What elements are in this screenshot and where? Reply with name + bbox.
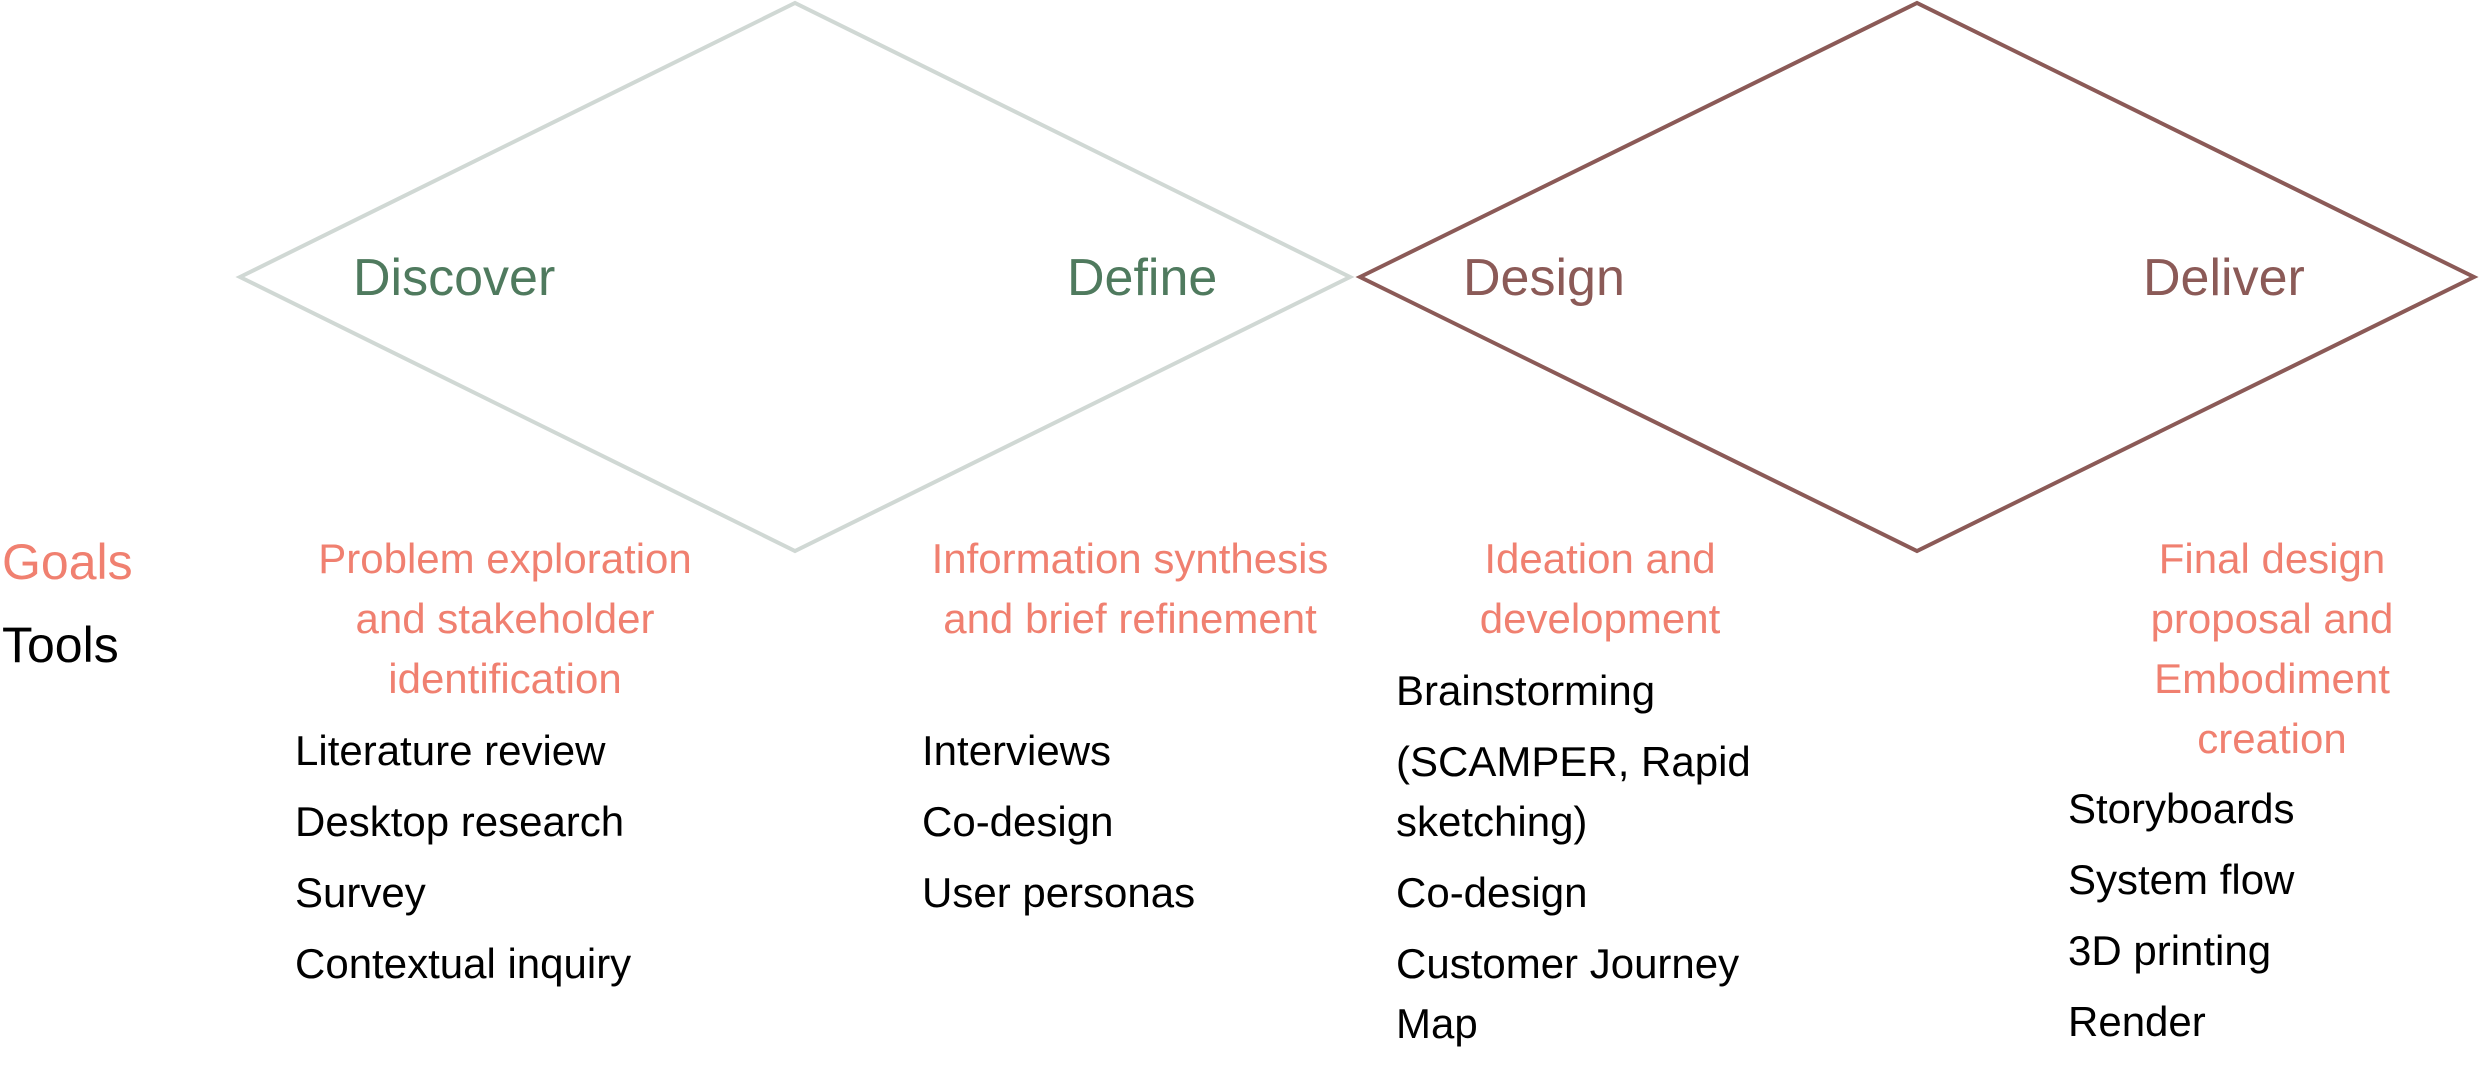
phase-title-design: Design: [1463, 249, 1625, 307]
phase-title-deliver: Deliver: [2143, 249, 2305, 307]
tool-item: User personas: [922, 869, 1196, 916]
tool-item: Co-design: [922, 798, 1114, 845]
goal-design: Ideation and development: [1479, 535, 1721, 642]
goal-discover: Problem exploration and stakeholder iden…: [318, 535, 692, 702]
tool-item: Literature review: [295, 727, 606, 774]
phase-title-define: Define: [1067, 249, 1218, 307]
goals-row-label: Goals: [2, 534, 133, 590]
tools-list-deliver: Storyboards System flow 3D printing Rend…: [2068, 779, 2468, 1063]
tool-item: Brainstorming: [1396, 667, 1656, 714]
first-diamond: [235, 0, 1355, 554]
tool-item: 3D printing: [2068, 927, 2272, 974]
tool-item: Interviews: [922, 727, 1112, 774]
tool-item: Storyboards: [2068, 785, 2295, 832]
tool-item: Customer Journey Map: [1396, 940, 1740, 1047]
phase-title-discover: Discover: [353, 249, 556, 307]
tools-list-define: Interviews Co-design User personas: [922, 721, 1342, 934]
tool-item: Co-design: [1396, 869, 1588, 916]
tool-item: (SCAMPER, Rapid sketching): [1396, 738, 1751, 845]
tool-item: Desktop research: [295, 798, 625, 845]
tool-item: Survey: [295, 869, 426, 916]
tools-row-label: Tools: [2, 617, 119, 673]
tools-list-discover: Literature review Desktop research Surve…: [295, 721, 715, 1005]
second-diamond: [1355, 0, 2479, 554]
goal-define: Information synthesis and brief refineme…: [931, 535, 1329, 642]
tool-item: Contextual inquiry: [295, 940, 632, 987]
tool-item: System flow: [2068, 856, 2295, 903]
tool-item: Render: [2068, 998, 2206, 1045]
tools-list-design: Brainstorming (SCAMPER, Rapid sketching)…: [1396, 661, 1796, 1065]
goal-deliver: Final design proposal and Embodiment cre…: [2150, 535, 2394, 762]
